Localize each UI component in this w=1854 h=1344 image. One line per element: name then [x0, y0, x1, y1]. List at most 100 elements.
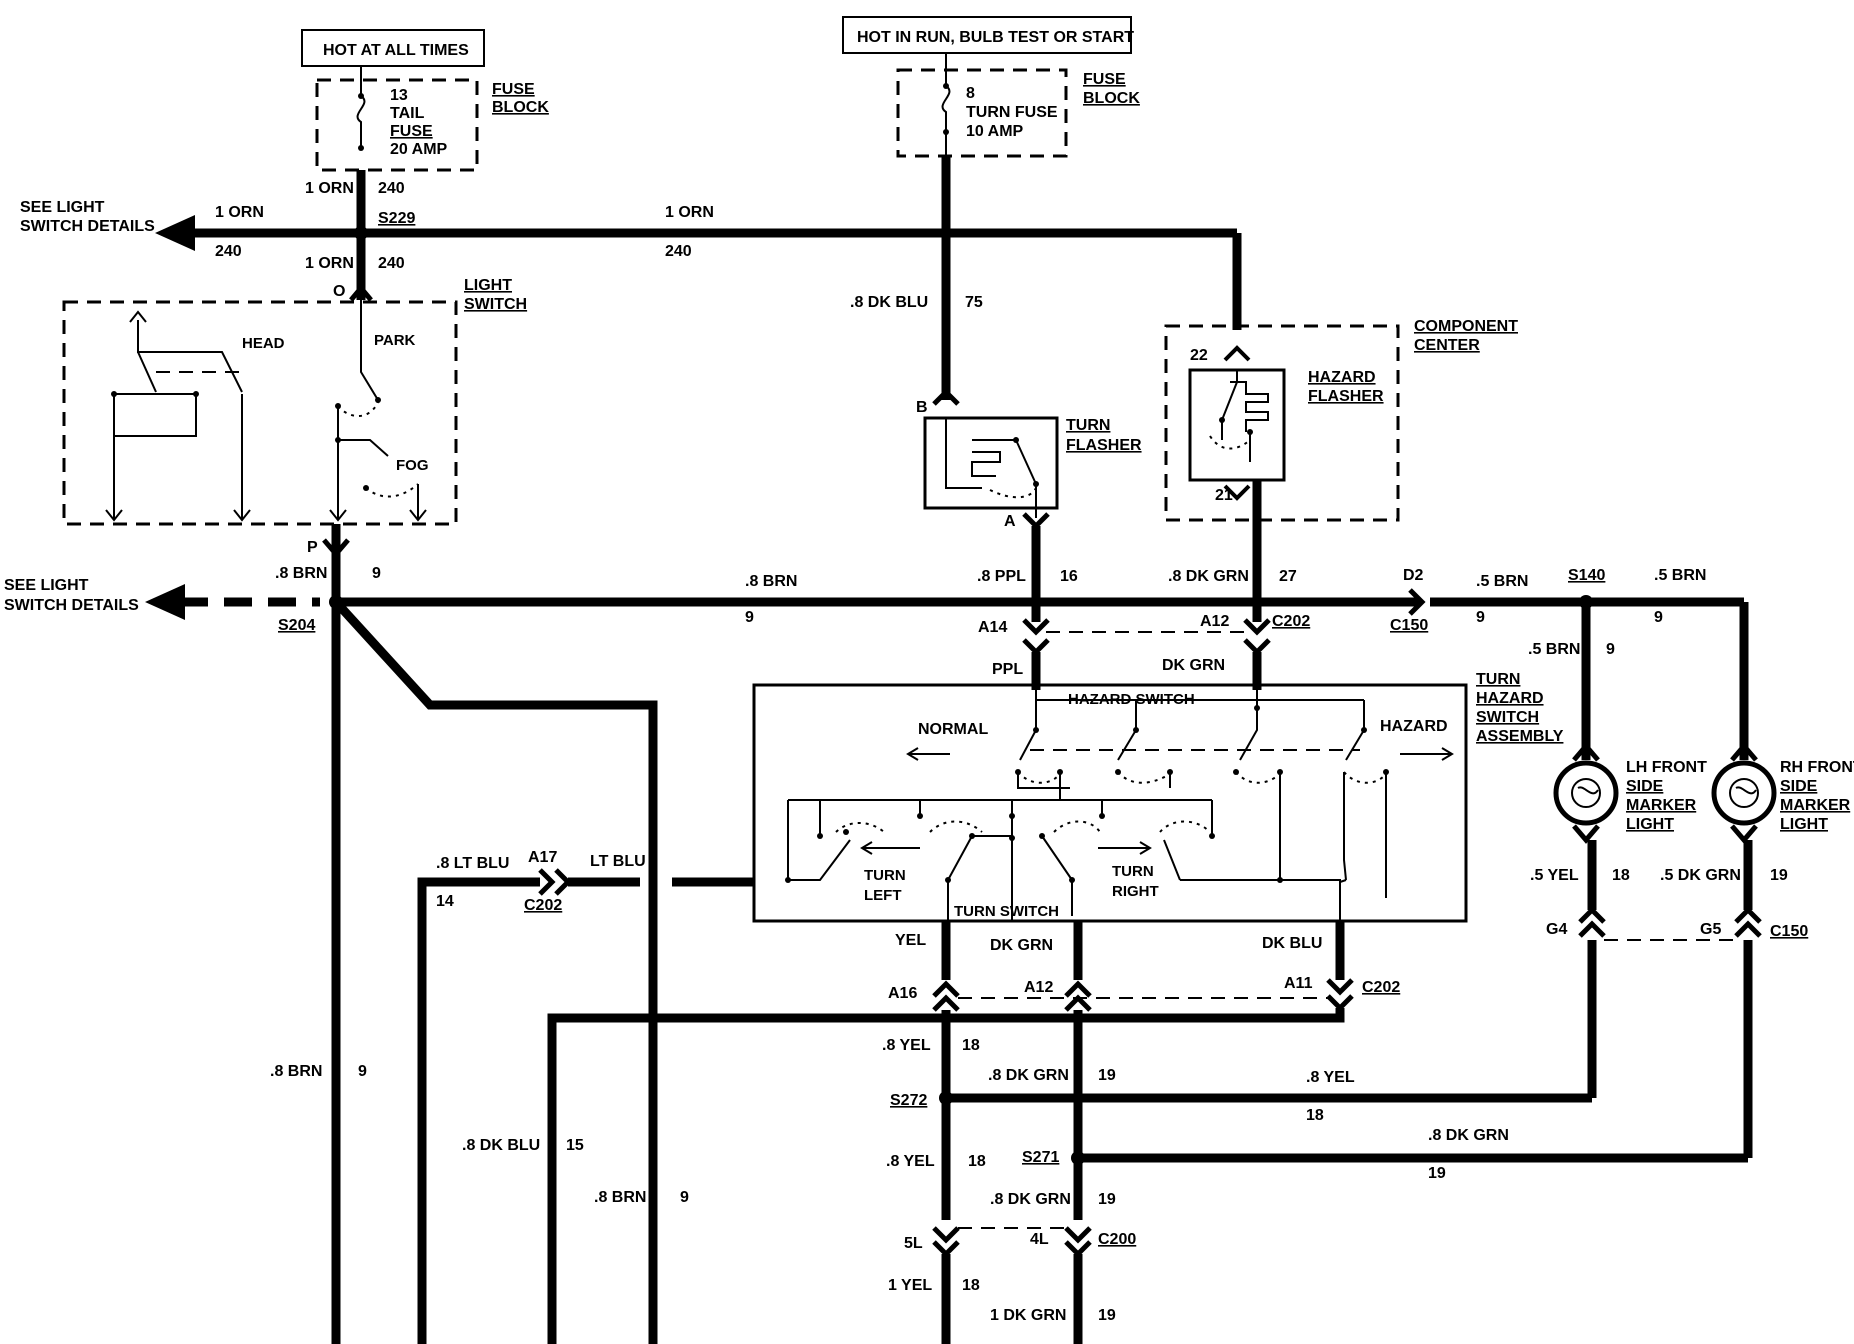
svg-text:SIDE: SIDE: [1626, 778, 1664, 795]
hot-in-run-box: [842, 16, 1132, 54]
svg-text:FLASHER: FLASHER: [1308, 388, 1384, 405]
svg-text:D2: D2: [1403, 567, 1424, 584]
svg-text:19: 19: [1770, 867, 1788, 884]
svg-text:.8 DK GRN: .8 DK GRN: [988, 1067, 1069, 1084]
svg-text:HAZARD: HAZARD: [1476, 690, 1544, 707]
svg-text:A11: A11: [1284, 975, 1313, 992]
svg-text:SWITCH: SWITCH: [1476, 709, 1539, 726]
svg-text:A16: A16: [888, 985, 917, 1002]
svg-text:LIGHT: LIGHT: [1780, 816, 1828, 833]
svg-text:18: 18: [962, 1037, 980, 1054]
svg-text:1 ORN: 1 ORN: [665, 204, 714, 221]
svg-text:1 ORN: 1 ORN: [305, 255, 354, 272]
svg-text:19: 19: [1098, 1067, 1116, 1084]
svg-text:O: O: [333, 283, 345, 300]
svg-text:SWITCH: SWITCH: [464, 296, 527, 313]
svg-text:9: 9: [745, 609, 754, 626]
svg-text:S271: S271: [1022, 1149, 1059, 1166]
svg-text:RIGHT: RIGHT: [1112, 883, 1159, 900]
svg-text:FUSE: FUSE: [390, 123, 433, 140]
svg-text:A: A: [1004, 513, 1016, 530]
svg-text:TURN: TURN: [1476, 671, 1520, 688]
svg-text:P: P: [307, 539, 318, 556]
svg-text:SWITCH DETAILS: SWITCH DETAILS: [20, 218, 155, 235]
svg-text:9: 9: [372, 565, 381, 582]
svg-text:240: 240: [378, 180, 405, 197]
svg-text:TURN: TURN: [864, 867, 906, 884]
splice-s229: [354, 226, 368, 240]
svg-text:C202: C202: [1362, 979, 1400, 996]
svg-text:DK BLU: DK BLU: [1262, 935, 1322, 952]
svg-text:9: 9: [358, 1063, 367, 1080]
svg-text:.8 DK GRN: .8 DK GRN: [1428, 1127, 1509, 1144]
svg-text:.5 BRN: .5 BRN: [1528, 641, 1580, 658]
svg-text:MARKER: MARKER: [1626, 797, 1697, 814]
svg-text:S204: S204: [278, 617, 315, 634]
svg-text:YEL: YEL: [895, 932, 926, 949]
svg-text:PARK: PARK: [374, 332, 416, 349]
svg-text:27: 27: [1279, 568, 1297, 585]
svg-text:.8 YEL: .8 YEL: [882, 1037, 931, 1054]
svg-text:.8 DK GRN: .8 DK GRN: [990, 1191, 1071, 1208]
svg-text:19: 19: [1098, 1191, 1116, 1208]
svg-text:240: 240: [215, 243, 242, 260]
svg-text:G4: G4: [1546, 921, 1567, 938]
svg-text:HEAD: HEAD: [242, 335, 285, 352]
fuse-8-block: [896, 68, 1068, 158]
svg-text:C202: C202: [1272, 613, 1310, 630]
svg-text:20 AMP: 20 AMP: [390, 141, 448, 158]
svg-text:LIGHT: LIGHT: [464, 277, 512, 294]
svg-text:1 DK GRN: 1 DK GRN: [990, 1307, 1066, 1324]
svg-text:.5 YEL: .5 YEL: [1530, 867, 1579, 884]
svg-text:DK GRN: DK GRN: [990, 937, 1053, 954]
svg-text:NORMAL: NORMAL: [918, 721, 988, 738]
svg-text:TURN: TURN: [1112, 863, 1154, 880]
rh-bulb-icon: [1729, 778, 1759, 808]
svg-text:DK GRN: DK GRN: [1162, 657, 1225, 674]
svg-text:.8 BRN: .8 BRN: [745, 573, 797, 590]
svg-text:S229: S229: [378, 210, 415, 227]
svg-text:SEE LIGHT: SEE LIGHT: [20, 199, 105, 216]
lh-bulb-icon: [1571, 778, 1601, 808]
svg-text:18: 18: [1306, 1107, 1324, 1124]
svg-text:19: 19: [1098, 1307, 1116, 1324]
svg-text:HAZARD: HAZARD: [1380, 718, 1448, 735]
svg-text:1 ORN: 1 ORN: [215, 204, 264, 221]
svg-text:ASSEMBLY: ASSEMBLY: [1476, 728, 1564, 745]
svg-text:A14: A14: [978, 619, 1007, 636]
svg-text:TURN SWITCH: TURN SWITCH: [954, 903, 1059, 920]
svg-text:18: 18: [968, 1153, 986, 1170]
svg-text:S140: S140: [1568, 567, 1605, 584]
svg-text:G5: G5: [1700, 921, 1721, 938]
svg-text:75: 75: [965, 294, 983, 311]
see-light-arrow-top: [155, 215, 195, 251]
svg-text:14: 14: [436, 893, 454, 910]
svg-text:240: 240: [378, 255, 405, 272]
svg-text:TURN FUSE: TURN FUSE: [966, 104, 1058, 121]
svg-text:.8 DK BLU: .8 DK BLU: [462, 1137, 540, 1154]
svg-text:C150: C150: [1390, 617, 1428, 634]
svg-text:.8 PPL: .8 PPL: [977, 568, 1026, 585]
svg-text:LEFT: LEFT: [864, 887, 902, 904]
svg-text:.8 DK BLU: .8 DK BLU: [850, 294, 928, 311]
svg-text:LH FRONT: LH FRONT: [1626, 759, 1707, 776]
svg-text:.5 BRN: .5 BRN: [1654, 567, 1706, 584]
svg-text:4L: 4L: [1030, 1231, 1049, 1248]
hot-at-all-times-label: HOT AT ALL TIMES: [323, 42, 469, 59]
svg-text:RH FRONT: RH FRONT: [1780, 759, 1854, 776]
svg-text:CENTER: CENTER: [1414, 337, 1480, 354]
lh-side-marker-light: [1553, 760, 1619, 826]
svg-text:9: 9: [1654, 609, 1663, 626]
svg-text:.5 DK GRN: .5 DK GRN: [1660, 867, 1741, 884]
svg-text:SWITCH DETAILS: SWITCH DETAILS: [4, 597, 139, 614]
fuse-13-icon: [356, 80, 366, 148]
fuse-8-icon: [941, 70, 951, 156]
svg-text:22: 22: [1190, 347, 1208, 364]
svg-text:.5 BRN: .5 BRN: [1476, 573, 1528, 590]
svg-text:10 AMP: 10 AMP: [966, 123, 1024, 140]
svg-text:HAZARD: HAZARD: [1308, 369, 1376, 386]
svg-text:TAIL: TAIL: [390, 105, 425, 122]
svg-text:FLASHER: FLASHER: [1066, 437, 1142, 454]
svg-text:13: 13: [390, 87, 408, 104]
